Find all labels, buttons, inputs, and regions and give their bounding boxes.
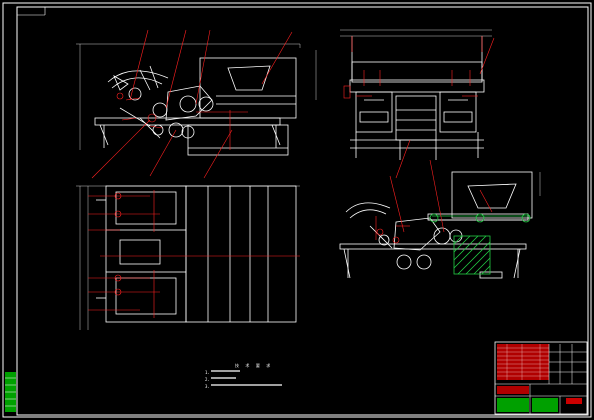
front-view xyxy=(76,43,317,156)
front-view-leaders xyxy=(91,29,293,179)
section-view xyxy=(339,171,541,279)
note-3: 3. xyxy=(205,384,210,389)
binding-margin-strip xyxy=(5,372,16,412)
sheet-inner-border xyxy=(16,6,589,416)
side-view xyxy=(340,29,492,160)
top-view xyxy=(76,185,300,330)
note-2: 2. xyxy=(205,377,210,382)
title-block xyxy=(494,341,588,415)
side-view-leaders xyxy=(343,36,495,179)
section-view-leaders xyxy=(375,159,493,244)
notes-title: 技 术 要 求 xyxy=(235,363,273,368)
top-view-leaders xyxy=(88,190,160,318)
note-1: 1. xyxy=(205,370,210,375)
section-hatch xyxy=(429,213,531,275)
